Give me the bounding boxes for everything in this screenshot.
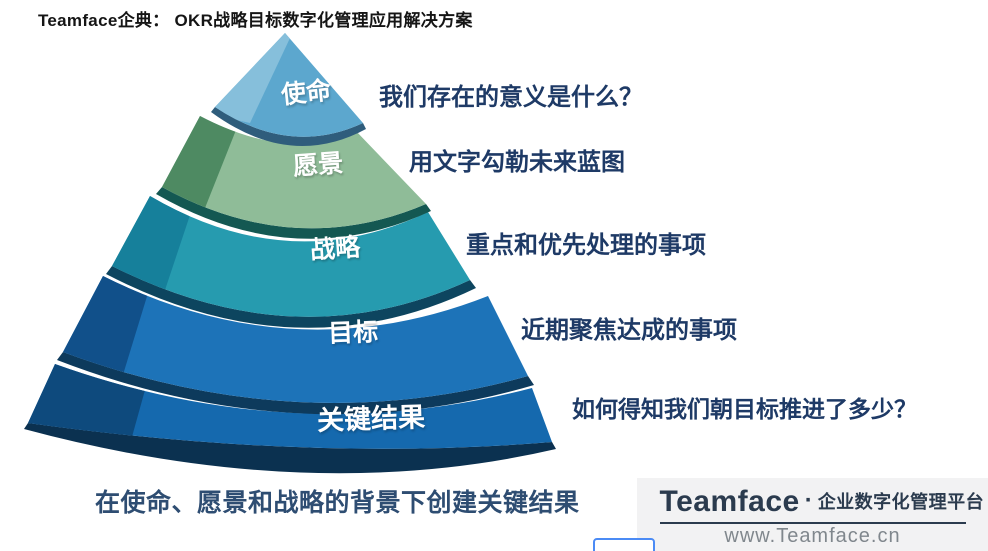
brand-row: Teamface·企业数字化管理平台 (659, 485, 984, 524)
tier-vision-side (162, 116, 240, 208)
pyramid-tier-strategy (106, 196, 476, 328)
tier-key-results-face (28, 364, 552, 449)
pyramid-tier-objectives (57, 276, 534, 415)
pyramid-tier-mission (211, 33, 366, 146)
annotation-mission: 我们存在的意义是什么？ (379, 84, 643, 111)
annotation-objectives: 近期聚焦达成的事项 (521, 317, 737, 344)
brand-tagline: 企业数字化管理平台 (817, 492, 985, 512)
pyramid-caption: 在使命、愿景和战略的背景下创建关键结果 (95, 489, 580, 517)
tier-strategy-face (112, 196, 470, 317)
tier-objectives-side (63, 276, 152, 378)
brand-footer: Teamface·企业数字化管理平台 www.Teamface.cn (637, 478, 988, 551)
tier-strategy-underside (106, 266, 476, 328)
tier-strategy-side (112, 196, 195, 290)
annotation-strategy: 重点和优先处理的事项 (466, 232, 706, 259)
brand-website: www.Teamface.cn (724, 525, 901, 547)
dot-separator-icon: · (804, 487, 813, 514)
pyramid-level-label-mission: 使命 (279, 76, 333, 110)
tier-mission-underside (211, 107, 366, 146)
tier-mission-side (215, 33, 290, 123)
pyramid-level-label-objectives: 目标 (327, 318, 379, 348)
annotation-key-results: 如何得知我们朝目标推进了多少？ (572, 396, 917, 422)
tier-objectives-face (63, 276, 528, 403)
brand-logo-text: Teamface (659, 485, 800, 518)
pyramid-level-label-strategy: 战略 (309, 233, 362, 265)
tier-key-results-underside (24, 423, 556, 474)
pyramid-level-label-key-results: 关键结果 (316, 402, 426, 436)
okr-pyramid-graphic (24, 33, 556, 474)
partial-button[interactable] (593, 538, 655, 551)
tier-objectives-underside (57, 352, 534, 415)
annotation-vision: 用文字勾勒未来蓝图 (409, 149, 625, 176)
tier-vision-underside (156, 187, 431, 239)
page-title: Teamface企典： OKR战略目标数字化管理应用解决方案 (38, 11, 473, 30)
pyramid-level-label-vision: 愿景 (292, 149, 345, 181)
pyramid-tier-vision (156, 116, 431, 239)
